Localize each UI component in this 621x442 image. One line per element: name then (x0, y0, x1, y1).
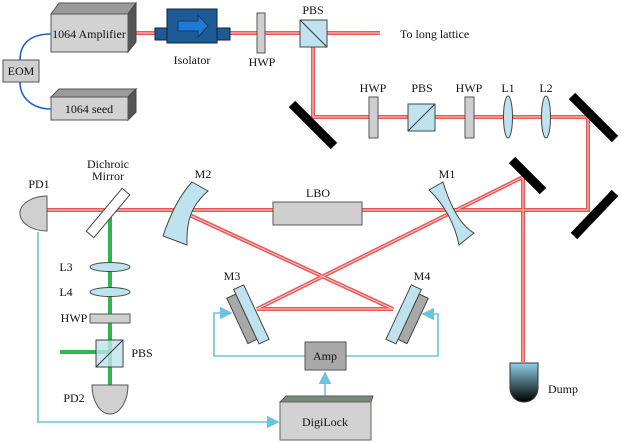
isolator: Isolator (154, 8, 231, 67)
mirror-top-left (288, 100, 338, 150)
amplifier-box: 1064 Amplifier (50, 1, 137, 54)
long-lattice-label: To long lattice (400, 27, 469, 41)
m1-label: M1 (439, 167, 456, 181)
cable-eom-amplifier (19, 33, 52, 61)
lens-l3 (89, 262, 131, 272)
lens-l2 (541, 95, 551, 139)
mirror-m2 (162, 181, 209, 246)
hwp-top-label: HWP (249, 55, 276, 69)
m4-label: M4 (414, 269, 431, 283)
arrow-icon (177, 13, 209, 39)
digilock-box: DigiLock (278, 395, 374, 441)
mirror-output (508, 156, 547, 195)
pbs-top (299, 19, 328, 48)
m3-label: M3 (224, 269, 241, 283)
lens-l4 (89, 287, 131, 297)
l3-label: L3 (59, 260, 72, 274)
dichroic-mirror (85, 187, 131, 239)
dump-label: Dump (548, 382, 578, 396)
pd2-label: PD2 (63, 391, 84, 405)
cable-eom-seed (19, 81, 52, 110)
hwp-1 (368, 96, 379, 139)
eom-box: EOM (2, 59, 40, 83)
digilock-label: DigiLock (302, 415, 348, 429)
hwp3-label: HWP (61, 311, 88, 325)
amp-box: Amp (304, 341, 347, 371)
mirror-m3 (226, 284, 270, 345)
amplifier-label: 1064 Amplifier (52, 27, 126, 41)
beam-dump (509, 362, 539, 403)
l4-label: L4 (59, 285, 72, 299)
lbo-label: LBO (306, 186, 330, 200)
lbo-crystal (272, 201, 363, 226)
pd1-label: PD1 (28, 177, 49, 191)
pbs-mid (407, 103, 436, 132)
mirror-bottom-right (570, 189, 619, 240)
m2-label: M2 (195, 167, 212, 181)
hwp-top (256, 12, 266, 54)
pbs-bottom (95, 339, 124, 368)
hwp-3 (89, 313, 131, 324)
isolator-label: Isolator (174, 53, 211, 67)
amp-label: Amp (313, 349, 337, 363)
mirror-top-right (568, 92, 619, 143)
dichroic-label-1: Dichroic (87, 157, 129, 171)
seed-box: 1064 seed (49, 87, 138, 122)
pd2-detector (91, 384, 129, 415)
pbs-bottom-label: PBS (131, 346, 152, 360)
hwp1-label: HWP (360, 81, 387, 95)
lens-l1 (503, 95, 513, 139)
l1-label: L1 (501, 81, 514, 95)
eom-label: EOM (8, 64, 35, 78)
pbs-top-label: PBS (302, 3, 323, 17)
pbs-mid-label: PBS (411, 81, 432, 95)
seed-label: 1064 seed (65, 102, 113, 116)
mirror-m1 (428, 181, 475, 246)
mirror-m4 (385, 284, 429, 345)
hwp-2 (464, 96, 475, 139)
pd1-detector (19, 195, 48, 232)
hwp2-label: HWP (456, 81, 483, 95)
dichroic-label-2: Mirror (92, 169, 124, 183)
feedback-signal-lines (37, 232, 439, 429)
l2-label: L2 (539, 81, 552, 95)
